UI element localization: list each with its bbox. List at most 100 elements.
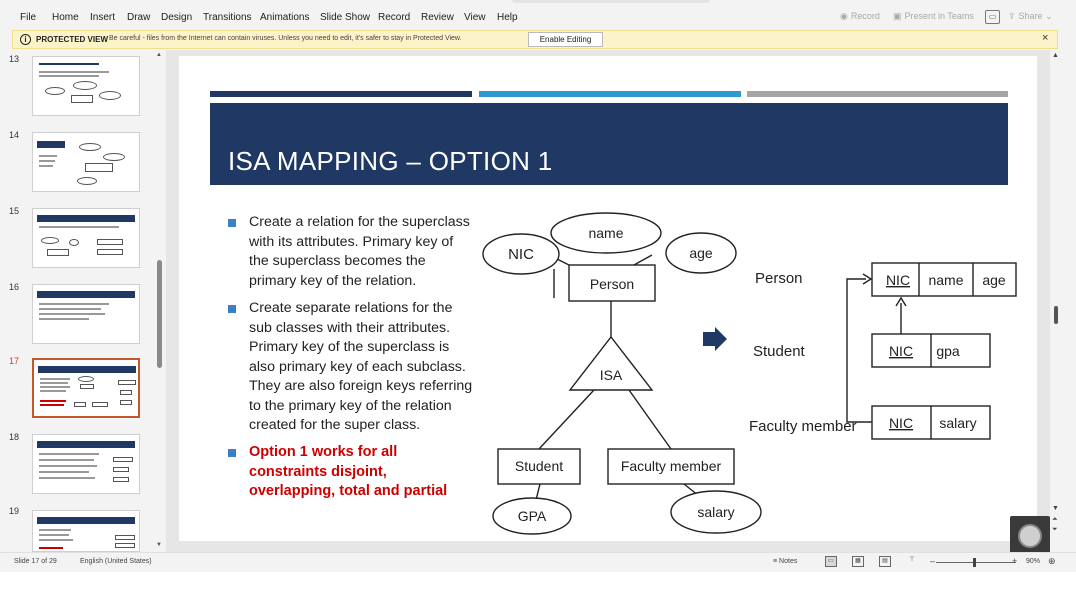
slide-thumbnail-15[interactable] — [32, 208, 140, 268]
attr-ellipse-name — [550, 212, 662, 254]
attr-ellipse-salary — [670, 490, 762, 534]
er-label-faculty: Faculty member — [621, 458, 722, 474]
fk-arrowhead — [862, 273, 873, 285]
scroll-up-icon[interactable]: ▲ — [156, 52, 162, 58]
menu-file[interactable]: File — [20, 12, 37, 23]
scrollbar-thumb[interactable] — [1054, 306, 1058, 324]
attr-ellipse-gpa — [492, 497, 572, 535]
cell-name: name — [928, 272, 963, 288]
er-label-salary: salary — [697, 504, 734, 520]
fk-arrow — [846, 278, 872, 423]
close-icon[interactable]: × — [1042, 32, 1049, 44]
slide-thumbnail-19[interactable] — [32, 510, 140, 552]
menu-help[interactable]: Help — [497, 12, 518, 23]
zoom-slider-knob[interactable] — [973, 558, 976, 567]
er-label-student: Student — [515, 458, 563, 474]
slide-thumbnail-18[interactable] — [32, 434, 140, 494]
reading-view-icon[interactable]: ▤ — [879, 556, 891, 567]
menu-design[interactable]: Design — [161, 12, 193, 23]
menu-insert[interactable]: Insert — [90, 12, 116, 23]
right-arrow-icon — [703, 327, 727, 351]
option-note: Option 1 works for all constraints disjo… — [249, 444, 448, 499]
notes-button[interactable]: ≡ Notes — [773, 558, 798, 565]
presenter-avatar — [1018, 524, 1042, 548]
menu-bar: File Home Insert Draw Design Transitions… — [0, 0, 1076, 34]
cell-salary: salary — [939, 415, 976, 431]
comments-button[interactable]: ▭ — [985, 10, 1000, 24]
fit-slide-icon[interactable]: ⊕ — [1048, 556, 1056, 566]
thumb-number: 18 — [9, 432, 20, 442]
menu-animations[interactable]: Animations — [260, 12, 310, 23]
menu-record[interactable]: Record — [378, 12, 411, 23]
title-stripe-3 — [747, 91, 1008, 97]
scroll-up-icon[interactable]: ▲ — [1052, 52, 1059, 59]
share-icon: ⇪ — [1008, 11, 1016, 21]
normal-view-icon[interactable]: ▭ — [825, 556, 837, 567]
language[interactable]: English (United States) — [80, 558, 152, 565]
attr-ellipse-age — [665, 232, 737, 274]
info-icon: i — [20, 34, 31, 45]
er-line — [538, 389, 595, 450]
thumb-number: 14 — [9, 130, 20, 140]
er-label-gpa: GPA — [518, 508, 547, 524]
thumb-number: 19 — [9, 506, 20, 516]
share-button[interactable]: ⇪Share ⌄ — [1008, 11, 1053, 21]
thumbnails-scrollbar[interactable]: ▲ ▼ — [156, 50, 164, 550]
relation-name-person: Person — [755, 270, 803, 287]
slide-counter: Slide 17 of 29 — [14, 558, 57, 565]
slide-thumbnail-16[interactable] — [32, 284, 140, 344]
enable-editing-button[interactable]: Enable Editing — [528, 32, 603, 47]
bullet-marker — [228, 305, 236, 313]
slide-sorter-icon[interactable]: ▦ — [852, 556, 864, 567]
menu-view[interactable]: View — [464, 12, 486, 23]
record-button[interactable]: ◉Record — [840, 11, 880, 21]
slide-thumbnail-17[interactable] — [32, 358, 140, 418]
title-stripe-2 — [479, 91, 741, 97]
er-label-nic: NIC — [508, 246, 534, 263]
next-slide-icon[interactable]: ⏷ — [1052, 526, 1058, 533]
menu-draw[interactable]: Draw — [127, 12, 151, 23]
thumb-number: 16 — [9, 282, 20, 292]
zoom-out-icon[interactable]: – — [930, 556, 936, 566]
prev-slide-icon[interactable]: ⏶ — [1052, 516, 1058, 523]
isa-triangle — [568, 335, 654, 391]
cell-nic: NIC — [889, 343, 913, 359]
relation-name-faculty: Faculty member — [749, 418, 857, 435]
slide-thumbnails-pane: 13 14 15 — [6, 50, 166, 552]
bullet-marker — [228, 449, 236, 457]
title-bar-search[interactable] — [512, 0, 710, 3]
relation-table-person — [871, 262, 1017, 297]
entity-faculty — [607, 448, 735, 485]
menu-home[interactable]: Home — [52, 12, 79, 23]
bullet-marker — [228, 219, 236, 227]
zoom-slider[interactable] — [936, 562, 1016, 563]
cell-nic: NIC — [886, 272, 910, 288]
slide-thumbnail-13[interactable] — [32, 56, 140, 116]
zoom-level[interactable]: 90% — [1026, 558, 1041, 565]
scroll-down-icon[interactable]: ▼ — [1052, 505, 1059, 512]
scrollbar-thumb[interactable] — [157, 260, 162, 368]
slide-scrollbar[interactable]: ▲ ▼ ⏶ ⏷ — [1050, 50, 1062, 552]
thumb-number: 13 — [9, 54, 20, 64]
entity-person — [568, 264, 656, 302]
er-line — [535, 483, 541, 501]
cell-gpa: gpa — [936, 343, 960, 359]
menu-transitions[interactable]: Transitions — [203, 12, 252, 23]
menu-slide-show[interactable]: Slide Show — [320, 12, 371, 23]
er-label-name: name — [588, 225, 623, 241]
thumb-number-active: 17 — [9, 356, 20, 366]
presenter-video — [1010, 516, 1050, 556]
bullet-text-1: Create a relation for the superclass wit… — [249, 214, 470, 289]
er-diagram: name NIC age Person ISA Student Faculty … — [482, 212, 1017, 535]
present-in-teams-button[interactable]: ▣Present in Teams — [893, 11, 974, 21]
scroll-down-icon[interactable]: ▼ — [156, 542, 162, 548]
zoom-in-icon[interactable]: + — [1012, 556, 1018, 566]
er-label-age: age — [689, 245, 713, 261]
menu-review[interactable]: Review — [421, 12, 454, 23]
slide-thumbnail-14[interactable] — [32, 132, 140, 192]
entity-student — [497, 448, 581, 485]
cell-nic: NIC — [889, 415, 913, 431]
title-stripe-1 — [210, 91, 472, 97]
slideshow-icon[interactable]: ⊤ — [909, 557, 915, 563]
slide-title: ISA MAPPING – OPTION 1 — [228, 146, 553, 176]
